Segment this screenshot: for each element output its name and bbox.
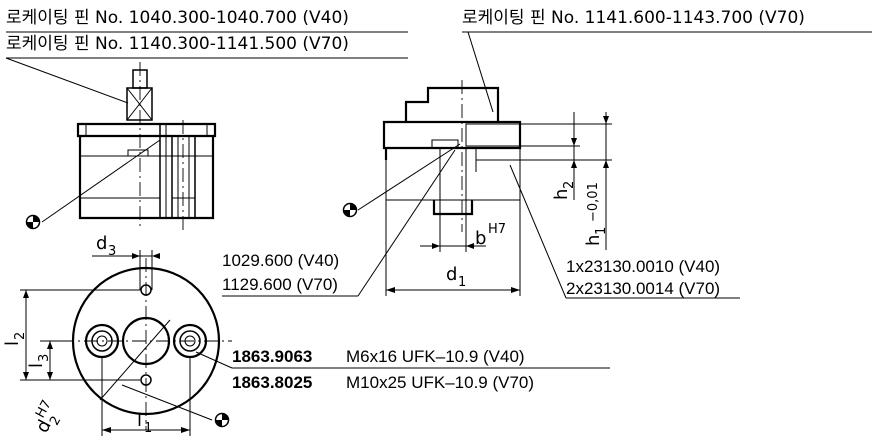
callout-23130-v40: 1x23130.0010 (V40) [566, 257, 720, 276]
right-view-dimensions [385, 112, 612, 296]
dim-l3-sub: 3 [37, 354, 52, 362]
dim-l1: l [137, 410, 142, 431]
dim-l3: l [26, 363, 47, 368]
callout-pin-v70-b: 로케이팅 핀 No. 1141.600-1143.700 (V70) [462, 8, 805, 28]
dim-h1-sub: 1 [594, 227, 609, 235]
center-of-gravity-icon-fill [215, 413, 229, 427]
dim-l1-sub: 1 [144, 421, 152, 436]
screw-v40-part-no: 1863.9063 [232, 347, 312, 366]
leader-line [467, 31, 494, 113]
dim-h2-sub: 2 [562, 181, 577, 189]
dim-h1-group: h 1 −0,01 [583, 182, 609, 246]
screw-v40-spec: M6x16 UFK–10.9 (V40) [346, 347, 525, 366]
dim-l3-group: l 3 [26, 354, 52, 368]
center-of-gravity-icon-fill [26, 215, 40, 229]
left-side-view [41, 62, 217, 230]
callout-pin-v70-a: 로케이팅 핀 No. 1140.300-1141.500 (V70) [6, 34, 349, 54]
dim-d2-sup: H7 [33, 398, 55, 421]
right-side-view [222, 80, 740, 299]
screw-v70-part-no: 1863.8025 [232, 373, 312, 392]
dim-d1: d [446, 264, 457, 285]
callout-pin-v40: 로케이팅 핀 No. 1040.300-1040.700 (V40) [6, 8, 349, 28]
dim-h1-tol: −0,01 [586, 182, 601, 222]
dim-l2: l [2, 341, 23, 346]
callout-1029-v40: 1029.600 (V40) [222, 251, 339, 270]
callout-23130-v70: 2x23130.0014 (V70) [566, 279, 720, 298]
dim-b: b [475, 228, 486, 249]
dim-l2-group: l 2 [2, 332, 28, 346]
plan-view-dimensions [20, 250, 191, 436]
dim-b-sup: H7 [488, 222, 506, 237]
center-of-gravity-icon-fill [343, 203, 357, 217]
screw-v70-spec: M10x25 UFK–10.9 (V70) [346, 373, 534, 392]
dim-d1-sub: 1 [458, 275, 466, 290]
dim-l2-sub: 2 [13, 332, 28, 340]
leader-line [5, 57, 129, 104]
dim-h2-group: h 2 [551, 181, 577, 200]
dim-d2-group: d 2 H7 [32, 398, 64, 437]
dim-h1: h [583, 235, 604, 246]
callout-1129-v70: 1129.600 (V70) [222, 275, 338, 294]
dim-d3: d [96, 233, 107, 254]
plan-view [60, 258, 610, 430]
dim-h2: h [551, 189, 572, 200]
dim-d3-sub: 3 [108, 244, 116, 259]
